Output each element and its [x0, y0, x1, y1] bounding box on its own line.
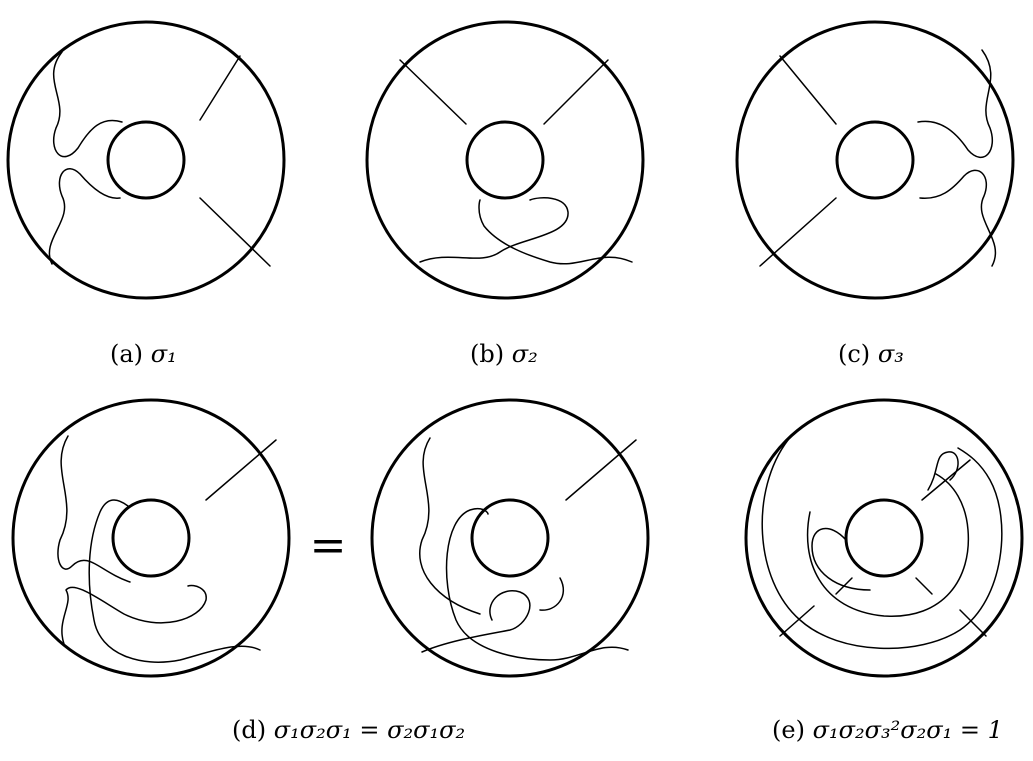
caption-math: σ₃	[877, 340, 904, 368]
arc-top-loop	[927, 451, 959, 491]
diagram-d-right	[370, 398, 650, 678]
strand-one	[419, 197, 569, 263]
caption-label: (e)	[772, 716, 805, 744]
caption-label: (b)	[470, 340, 505, 368]
outer-circle	[735, 20, 1015, 300]
caption-math: σ₂	[511, 340, 538, 368]
strand-three	[88, 499, 261, 663]
diagram-b	[365, 20, 645, 300]
outer-circle	[6, 20, 286, 300]
diagram-a	[6, 20, 286, 300]
caption-label: (a)	[110, 340, 144, 368]
strand-three	[445, 507, 629, 661]
arc-lower-left-line	[779, 605, 815, 637]
caption-e: (e) σ₁σ₂σ₃²σ₂σ₁ = 1	[772, 716, 1003, 744]
strand-lower	[919, 169, 997, 267]
caption-label: (d)	[232, 716, 267, 744]
strand-two	[421, 590, 531, 653]
caption-math: σ₁σ₂σ₃²σ₂σ₁ = 1	[812, 716, 1003, 744]
inner-circle	[111, 498, 191, 578]
outer-circle	[11, 398, 291, 678]
strand-upper	[52, 51, 123, 158]
caption-d: (d) σ₁σ₂σ₁ = σ₂σ₁σ₂	[232, 716, 465, 744]
arc-upper-right	[199, 55, 241, 121]
diagram-d-left	[11, 398, 291, 678]
inner-circle	[470, 498, 550, 578]
equals-sign: =	[310, 520, 347, 571]
arc-upper-right	[565, 439, 637, 501]
arc-upper-left	[399, 59, 467, 125]
arc-upper-right	[543, 59, 609, 125]
strand-two	[61, 584, 207, 645]
arc-inner-down-left	[835, 577, 853, 595]
outer-circle	[744, 398, 1024, 678]
inner-circle	[106, 120, 186, 200]
diagram-e	[744, 398, 1024, 678]
arc-lower-right	[199, 197, 271, 267]
strand-one	[57, 435, 131, 583]
arc-upper-right-line	[921, 459, 971, 501]
arc-medium-semicircle	[806, 473, 970, 617]
arc-small-left-loop	[811, 527, 871, 591]
outer-circle	[365, 20, 645, 300]
caption-a: (a) σ₁	[110, 340, 177, 368]
arc-inner-down-right	[915, 577, 933, 595]
diagram-c	[735, 20, 1015, 300]
caption-b: (b) σ₂	[470, 340, 538, 368]
inner-circle	[844, 498, 924, 578]
strand-two	[478, 199, 633, 265]
caption-math: σ₁	[150, 340, 177, 368]
caption-label: (c)	[838, 340, 871, 368]
caption-c: (c) σ₃	[838, 340, 904, 368]
caption-math: σ₁σ₂σ₁ = σ₂σ₁σ₂	[273, 716, 466, 744]
strand-one	[419, 437, 481, 615]
arc-lower-left	[759, 197, 837, 267]
inner-circle	[465, 120, 545, 200]
arc-upper-right	[205, 439, 277, 501]
strand-upper	[917, 49, 994, 158]
arc-lower-right-line	[959, 609, 987, 637]
arc-large-semicircle	[761, 439, 1003, 650]
arc-upper-left	[779, 55, 837, 125]
inner-circle	[835, 120, 915, 200]
strand-four	[539, 577, 565, 611]
strand-lower	[48, 167, 121, 265]
outer-circle	[370, 398, 650, 678]
